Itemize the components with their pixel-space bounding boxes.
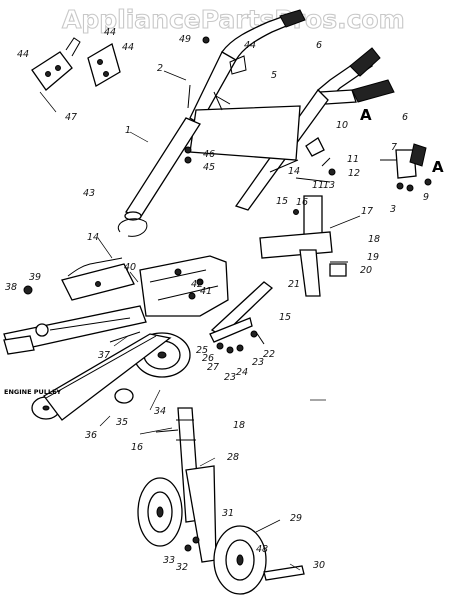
lower-handle-tube — [125, 117, 201, 219]
callout-42: 42 — [191, 279, 203, 290]
callout-44-d: 44 — [244, 40, 256, 51]
callout-30: 30 — [313, 560, 325, 571]
callout-16-lower: 16 — [131, 442, 143, 453]
callout-25: 25 — [196, 345, 208, 356]
callout-15-upper: 15 — [276, 196, 288, 207]
control-cable — [67, 257, 123, 277]
callout-39: 39 — [29, 272, 41, 283]
leader-lines — [39, 70, 361, 571]
callout-9: 9 — [423, 192, 429, 203]
callout-14-upper: 14 — [288, 166, 300, 177]
callout-47: 47 — [65, 112, 77, 123]
callout-1: 1 — [125, 125, 131, 136]
right-handle-grip-upper — [349, 47, 381, 77]
callout-14-lower: 14 — [87, 232, 99, 243]
callout-21: 21 — [288, 279, 300, 290]
left-handle-grip — [279, 9, 306, 28]
callout-7: 7 — [391, 142, 397, 153]
callout-6-top: 6 — [316, 40, 322, 51]
callout-20: 20 — [360, 265, 372, 276]
callout-48: 48 — [256, 544, 268, 555]
callout-41: 41 — [200, 286, 212, 297]
callout-11b: 11 — [312, 180, 324, 191]
depth-bar-assembly — [259, 195, 348, 297]
callout-45: 45 — [203, 162, 215, 173]
ref-mark-a-linkage: A — [432, 158, 444, 176]
callout-23-left: 23 — [224, 372, 236, 383]
tine-shield-rod — [209, 281, 274, 343]
callout-labels: 1 2 3 5 6 6 7 9 10 11 11 12 13 14 14 15 … — [5, 27, 429, 573]
control-linkage — [295, 137, 432, 192]
callout-28: 28 — [227, 452, 239, 463]
callout-36: 36 — [85, 430, 97, 441]
callout-37: 37 — [98, 350, 110, 361]
callout-35: 35 — [116, 417, 128, 428]
callout-22: 22 — [263, 349, 275, 360]
callout-15-lower: 15 — [279, 312, 291, 323]
callout-10: 10 — [336, 120, 348, 131]
callout-43: 43 — [83, 188, 95, 199]
callout-32: 32 — [176, 562, 188, 573]
callout-23-right: 23 — [252, 357, 264, 368]
callout-40: 40 — [124, 262, 136, 273]
ref-mark-a-handle: A — [360, 106, 372, 124]
callout-19: 19 — [367, 252, 379, 263]
axle-bolt — [263, 565, 305, 581]
callout-17: 17 — [361, 206, 373, 217]
idler-pulley — [114, 388, 134, 404]
callout-18-lower: 18 — [233, 420, 245, 431]
handle-brace-panel — [189, 105, 301, 161]
handle-assembly — [117, 9, 395, 237]
frame-shaft — [3, 285, 147, 355]
callout-29: 29 — [290, 513, 302, 524]
callout-33: 33 — [163, 555, 175, 566]
callout-12: 12 — [348, 168, 360, 179]
callout-24: 24 — [236, 367, 248, 378]
callout-44-c: 44 — [122, 42, 134, 53]
callout-2: 2 — [157, 63, 163, 74]
pulley-drive — [31, 332, 191, 421]
drive-belt — [43, 333, 172, 421]
callout-18-upper: 18 — [368, 234, 380, 245]
engine-pulley-label: ENGINE PULLEY — [4, 388, 62, 396]
handle-bracket-plates — [31, 37, 121, 91]
callout-46: 46 — [203, 149, 215, 160]
callout-3: 3 — [390, 204, 396, 215]
watermark: AppliancePartsPros.com — [62, 5, 405, 34]
callout-5: 5 — [271, 70, 277, 81]
callout-49: 49 — [179, 34, 191, 45]
right-handle-grip-lower — [351, 79, 395, 103]
callout-34: 34 — [154, 406, 166, 417]
callout-13: 13 — [323, 180, 335, 191]
clip-43 — [117, 218, 148, 237]
callout-6-right: 6 — [402, 112, 408, 123]
callout-44-b: 44 — [104, 27, 116, 38]
callout-11a: 11 — [347, 154, 359, 165]
callout-26: 26 — [202, 353, 214, 364]
transmission-housing — [61, 255, 229, 317]
callout-27: 27 — [207, 362, 219, 373]
callout-16-upper: 16 — [296, 197, 308, 208]
hardware-stack — [216, 330, 265, 354]
callout-31: 31 — [222, 508, 234, 519]
wheel-assembly — [137, 407, 305, 595]
callout-44-a: 44 — [17, 49, 29, 60]
callout-38: 38 — [5, 282, 17, 293]
